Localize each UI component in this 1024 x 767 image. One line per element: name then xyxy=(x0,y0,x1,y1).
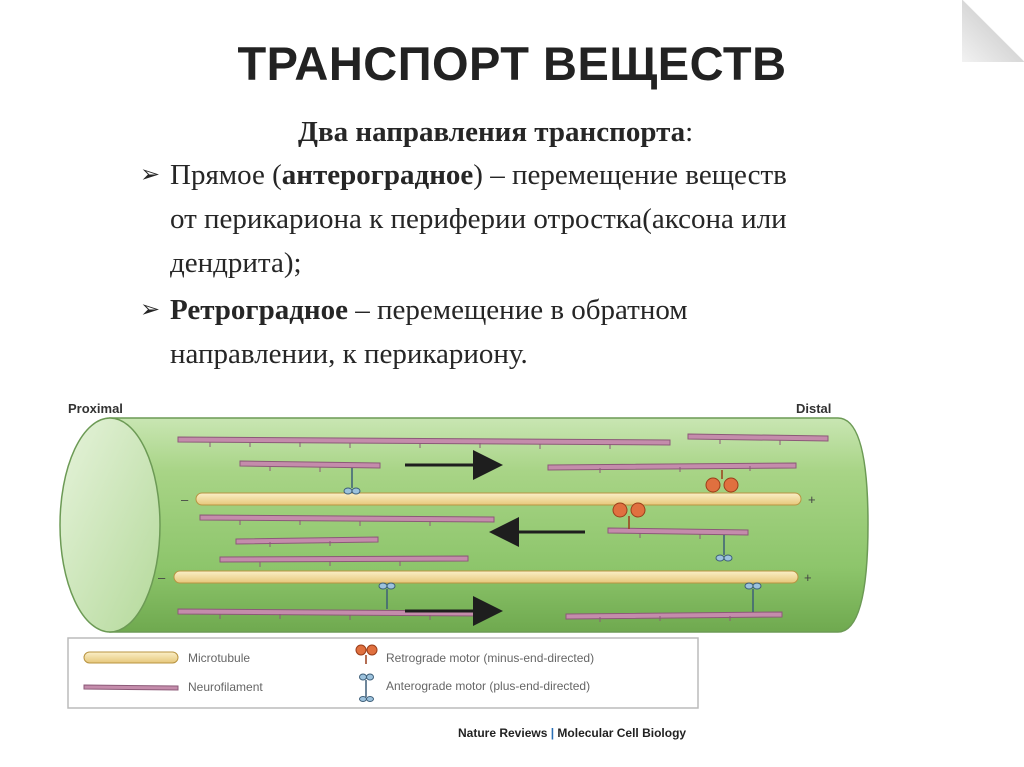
bullet-text: – перемещение в обратном xyxy=(347,294,688,326)
legend-anterograde-motor-icon xyxy=(359,673,374,702)
legend-neurofilament-label: Neurofilament xyxy=(188,680,263,694)
legend-microtubule-label: Microtubule xyxy=(188,651,250,665)
bullet-term: антероградное xyxy=(281,159,474,191)
bullet-arrow-icon: ➢ xyxy=(140,162,161,188)
neurofilament xyxy=(565,611,783,620)
subtitle-colon: : xyxy=(685,116,694,148)
credit-section: Molecular Cell Biology xyxy=(557,726,686,740)
bullet-body: Прямое (антероградное) – перемещение вещ… xyxy=(140,153,1020,285)
bullet-retrograde: ➢ Ретроградное – перемещение в обратном … xyxy=(140,288,1020,376)
bullet-line: дендрита); xyxy=(170,247,302,279)
anterograde-motor xyxy=(744,582,762,612)
anterograde-motor xyxy=(343,468,361,495)
minus-end-label: – xyxy=(181,492,189,507)
legend-anterograde-label: Anterograde motor (plus-end-directed) xyxy=(386,679,590,693)
neurofilament xyxy=(235,536,379,545)
neurofilament xyxy=(607,527,749,536)
axon-cross-section xyxy=(59,417,161,633)
legend-retrograde-label: Retrograde motor (minus-end-directed) xyxy=(386,651,594,665)
bullet-line: Ретроградное – перемещение в обратном xyxy=(170,288,1020,332)
anterograde-motor xyxy=(378,582,396,609)
credit-journal: Nature Reviews xyxy=(458,726,548,740)
plus-end-label: + xyxy=(804,570,812,585)
neurofilament-group xyxy=(177,433,829,620)
minus-end-label: – xyxy=(158,570,166,585)
bullet-line: Прямое (антероградное) – перемещение вещ… xyxy=(170,153,1020,197)
retrograde-motor xyxy=(705,470,739,493)
label-distal: Distal xyxy=(796,401,831,416)
legend-box xyxy=(67,637,699,709)
legend-retrograde-motor-icon xyxy=(355,644,378,664)
label-proximal: Proximal xyxy=(68,401,123,416)
axon-body xyxy=(109,417,869,633)
bullet-line: от перикариона к периферии отростка(аксо… xyxy=(170,203,787,235)
bullet-body: Ретроградное – перемещение в обратном на… xyxy=(140,288,1020,376)
microtubule xyxy=(195,492,802,506)
bullet-anterograde: ➢ Прямое (антероградное) – перемещение в… xyxy=(140,153,1020,285)
anterograde-motor xyxy=(715,535,733,562)
subtitle-text: Два направления транспорта xyxy=(298,116,686,148)
bullet-text: Прямое ( xyxy=(170,159,282,191)
bullet-arrow-icon: ➢ xyxy=(140,297,161,323)
microtubule-group: – + – + xyxy=(158,492,816,585)
legend-neurofilament-swatch xyxy=(83,684,179,691)
slide-title: ТРАНСПОРТ ВЕЩЕСТВ xyxy=(237,37,787,90)
neurofilament xyxy=(177,436,671,446)
credit-separator: | xyxy=(547,726,557,740)
neurofilament xyxy=(687,433,829,442)
figure-credit: Nature Reviews | Molecular Cell Biology xyxy=(458,726,686,740)
microtubule xyxy=(173,570,799,584)
bullet-text: ) – перемещение веществ xyxy=(473,159,787,191)
retrograde-motor xyxy=(612,502,646,529)
neurofilament-ticks xyxy=(209,439,781,622)
subtitle: Два направления транспорта: xyxy=(298,110,693,154)
plus-end-label: + xyxy=(808,492,816,507)
page-corner-fold xyxy=(962,0,1024,62)
neurofilament xyxy=(219,555,469,563)
legend-microtubule-swatch xyxy=(83,651,179,664)
neurofilament xyxy=(239,460,381,469)
neurofilament xyxy=(547,462,797,471)
bullet-line: направлении, к перикариону. xyxy=(170,338,528,370)
bullet-term: Ретроградное xyxy=(170,294,348,326)
